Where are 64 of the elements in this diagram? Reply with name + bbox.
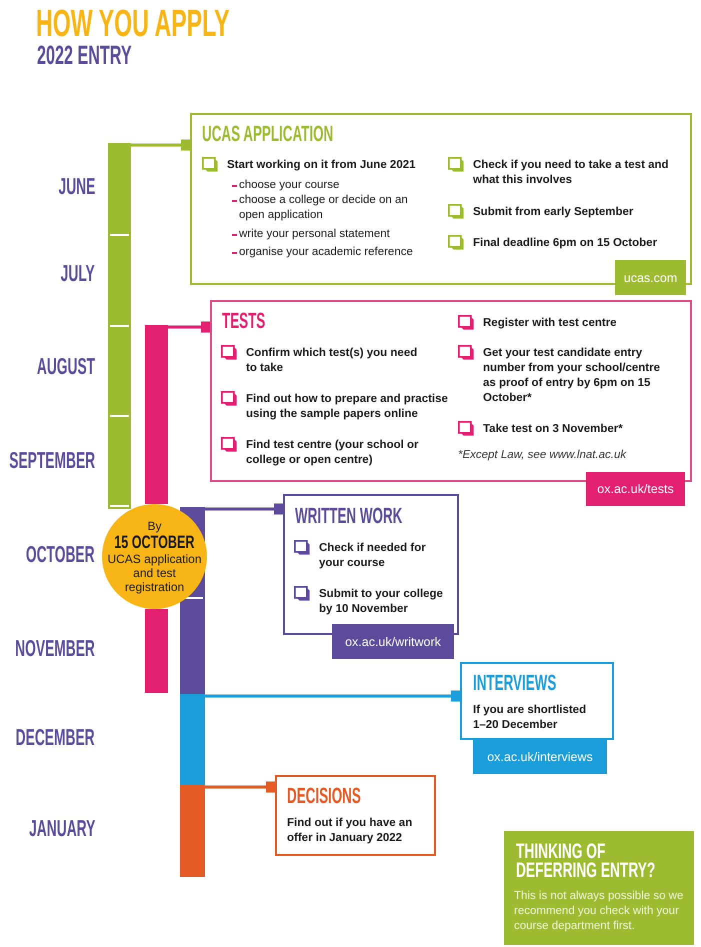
checklist-item: Confirm which test(s) you need to take <box>246 346 418 376</box>
month-label: DECEMBER <box>16 726 95 749</box>
step-panel <box>190 113 692 285</box>
panel-heading: DECISIONS <box>287 785 361 807</box>
panel-text: This is not always possible so we recommend you check with your course department first. <box>514 889 684 934</box>
deadline-circle <box>102 504 207 609</box>
month-label: SEPTEMBER <box>9 449 95 472</box>
checklist-item: Start working on it from June 2021 <box>227 158 417 173</box>
connector-line <box>205 690 460 702</box>
connector-line <box>131 140 190 150</box>
month-label: JUNE <box>58 175 95 198</box>
footnote: *Except Law, see www.lnat.ac.uk <box>458 448 628 463</box>
web-address: ucas.com <box>624 270 678 284</box>
connector-line <box>205 782 275 792</box>
url-tab <box>615 260 686 295</box>
info-panel <box>504 831 694 945</box>
month-label: OCTOBER <box>26 543 95 566</box>
web-address: ox.ac.uk/writwork <box>345 634 441 648</box>
circle-text: By <box>147 519 162 533</box>
panel-heading: TESTS <box>222 310 266 332</box>
timeline-bar <box>180 785 205 877</box>
panel-text: Find out if you have an offer in January 2022 <box>287 816 414 846</box>
month-label: NOVEMBER <box>15 637 95 660</box>
checklist-item: Get your test candidate entry number from your school/centre as proof of entry by 6pm on 15 October* <box>483 346 662 406</box>
step-panel <box>210 300 692 482</box>
step-panel <box>275 775 436 856</box>
timeline-bar <box>180 694 205 785</box>
timeline-bar <box>145 325 168 504</box>
checklist-item: Find test centre (your school or college or open centre) <box>246 438 420 468</box>
checklist-item: Take test on 3 November* <box>483 422 624 437</box>
page-title: HOW YOU APPLY <box>36 5 230 43</box>
panel-heading: UCAS APPLICATION <box>202 123 334 145</box>
checklist-item: Check if you need to take a test and what this involves <box>473 158 670 188</box>
subtitle: 2022 ENTRY <box>37 42 132 68</box>
circle-text: UCAS application and test registration <box>106 552 203 594</box>
checklist-item: Submit from early September <box>473 205 634 220</box>
month-label: JULY <box>60 262 95 285</box>
url-tab <box>586 472 685 506</box>
checklist-item: Find out how to prepare and practise using the sample papers online <box>246 392 449 422</box>
step-panel <box>460 662 614 740</box>
checklist-item: Final deadline 6pm on 15 October <box>473 236 658 251</box>
month-label: JANUARY <box>28 817 95 840</box>
date-heading: 15 OCTOBER <box>114 533 195 552</box>
timeline-bar <box>108 143 131 509</box>
web-address: ox.ac.uk/tests <box>597 482 674 496</box>
panel-text: If you are shortlisted 1–20 December <box>473 703 588 733</box>
checklist-item: Submit to your college by 10 November <box>319 587 444 617</box>
url-tab <box>473 740 607 774</box>
panel-heading: INTERVIEWS <box>473 672 556 694</box>
panel-heading: WRITTEN WORK <box>295 505 402 527</box>
bullet-item: organise your academic reference <box>232 245 432 260</box>
step-panel <box>283 494 459 635</box>
panel-heading: THINKING OF DEFERRING ENTRY? <box>516 842 656 880</box>
month-label: AUGUST <box>36 355 95 378</box>
web-address: ox.ac.uk/interviews <box>487 750 593 764</box>
checklist-item: Check if needed for your course <box>319 541 427 571</box>
bullet-item: choose a college or decide on an open application <box>232 193 418 223</box>
connector-line <box>205 504 283 514</box>
bullet-item: choose your course <box>232 178 432 193</box>
checklist-item: Register with test centre <box>483 316 618 331</box>
connector-line <box>168 322 210 332</box>
bullet-item: write your personal statement <box>232 227 432 242</box>
timeline-bar <box>145 609 168 693</box>
url-tab <box>332 624 454 659</box>
